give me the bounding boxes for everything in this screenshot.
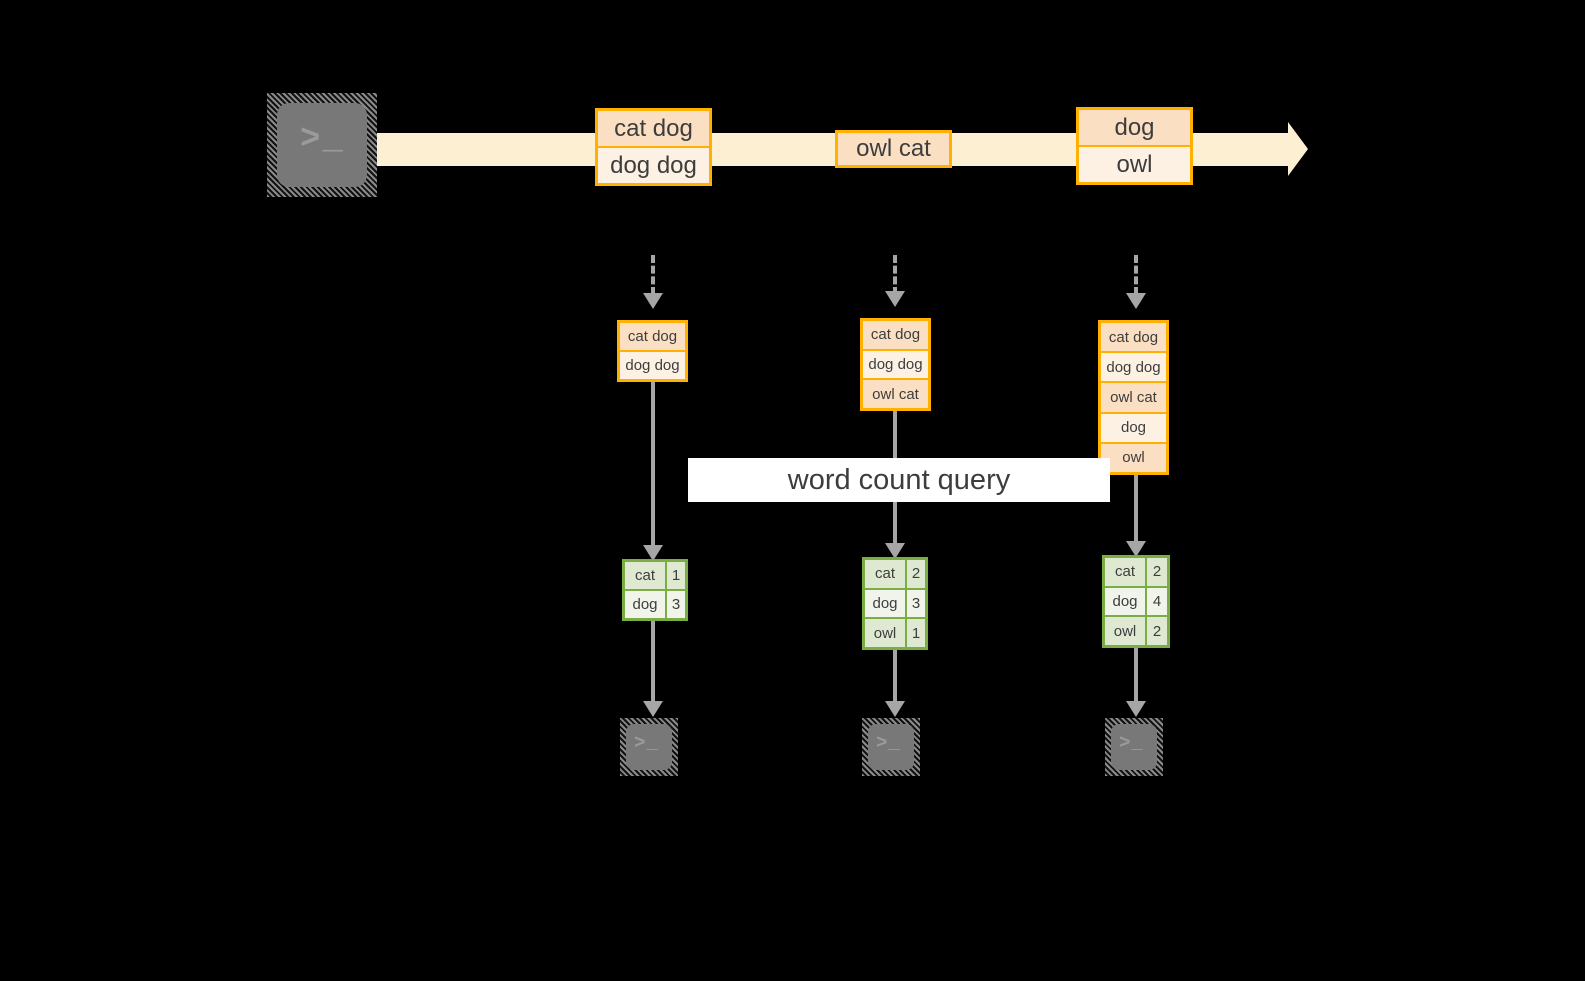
count-cell: 2 (1145, 558, 1167, 586)
snapshot-2-to-result-2-arrowhead (885, 543, 905, 559)
snapshot-3-inbound-arrowhead (1126, 293, 1146, 309)
snapshot-3-inbound-line (1134, 255, 1138, 295)
word-cell: dog (865, 589, 905, 618)
result-1: cat 1 dog 3 (622, 559, 688, 621)
count-cell: 2 (1145, 617, 1167, 646)
snapshot-1-inbound-arrowhead (643, 293, 663, 309)
word-cell: owl (865, 619, 905, 648)
word-cell: cat (1105, 558, 1145, 586)
count-cell: 3 (905, 589, 925, 618)
count-cell: 2 (905, 560, 925, 588)
snapshot-record: dog dog (1101, 351, 1166, 382)
result-3-to-sink-3-arrowhead (1126, 701, 1146, 717)
stream-record: dog dog (598, 146, 709, 183)
table-row: dog 3 (865, 587, 925, 618)
snapshot-3-to-result-3-line (1134, 475, 1138, 543)
table-row: cat 2 (865, 560, 925, 588)
table-row: cat 2 (1105, 558, 1167, 586)
count-cell: 3 (665, 591, 685, 618)
snapshot-record: owl cat (863, 378, 928, 409)
snapshot-2: cat dog dog dog owl cat (860, 318, 931, 411)
result-3: cat 2 dog 4 owl 2 (1102, 555, 1170, 648)
query-label-text: word count query (787, 463, 1011, 496)
stream-record: owl cat (838, 133, 949, 165)
result-1-to-sink-1-line (651, 621, 655, 703)
terminal-prompt-glyph: >_ (634, 732, 659, 754)
terminal-body (868, 724, 914, 770)
terminal-prompt-glyph: >_ (300, 121, 345, 159)
count-cell: 1 (665, 562, 685, 589)
word-cell: dog (625, 591, 665, 618)
snapshot-record: cat dog (620, 323, 685, 350)
snapshot-2-inbound-line (893, 255, 897, 295)
snapshot-record: dog (1101, 411, 1166, 442)
terminal-prompt-glyph: >_ (876, 732, 901, 754)
table-row: dog 4 (1105, 585, 1167, 616)
word-cell: cat (625, 562, 665, 589)
result-2-to-sink-2-line (893, 650, 897, 703)
stream-group-1: cat dog dog dog (595, 108, 712, 186)
terminal-body (1111, 724, 1157, 770)
snapshot-3-to-result-3-arrowhead (1126, 541, 1146, 557)
stream-record: cat dog (598, 111, 709, 146)
snapshot-record: cat dog (1101, 323, 1166, 352)
count-cell: 4 (1145, 587, 1167, 616)
table-row: owl 2 (1105, 615, 1167, 646)
snapshot-1: cat dog dog dog (617, 320, 688, 382)
snapshot-record: dog dog (620, 350, 685, 379)
source-terminal-icon[interactable]: >_ (267, 93, 377, 197)
stream-record: owl (1079, 145, 1190, 182)
word-cell: cat (865, 560, 905, 588)
result-2-to-sink-2-arrowhead (885, 701, 905, 717)
sink-2-terminal-icon[interactable]: >_ (862, 718, 920, 776)
table-row: cat 1 (625, 562, 685, 589)
sink-3-terminal-icon[interactable]: >_ (1105, 718, 1163, 776)
snapshot-1-to-result-1-line (651, 382, 655, 547)
terminal-body (277, 103, 367, 187)
snapshot-record: owl (1101, 441, 1166, 473)
snapshot-2-inbound-arrowhead (885, 291, 905, 307)
table-row: dog 3 (625, 589, 685, 618)
snapshot-record: owl cat (1101, 381, 1166, 412)
snapshot-3: cat dog dog dog owl cat dog owl (1098, 320, 1169, 475)
snapshot-record: dog dog (863, 348, 928, 379)
word-cell: owl (1105, 617, 1145, 646)
terminal-body (626, 724, 672, 770)
word-cell: dog (1105, 587, 1145, 616)
result-1-to-sink-1-arrowhead (643, 701, 663, 717)
count-cell: 1 (905, 619, 925, 648)
snapshot-1-to-result-1-arrowhead (643, 545, 663, 561)
stream-arrow-head (1288, 122, 1308, 176)
snapshot-1-inbound-line (651, 255, 655, 295)
result-3-to-sink-3-line (1134, 648, 1138, 703)
table-row: owl 1 (865, 617, 925, 648)
result-2: cat 2 dog 3 owl 1 (862, 557, 928, 650)
query-label-banner: word count query (688, 458, 1110, 502)
stream-group-3: dog owl (1076, 107, 1193, 185)
terminal-prompt-glyph: >_ (1119, 732, 1144, 754)
stream-record: dog (1079, 110, 1190, 145)
snapshot-record: cat dog (863, 321, 928, 349)
stream-group-2: owl cat (835, 130, 952, 168)
sink-1-terminal-icon[interactable]: >_ (620, 718, 678, 776)
